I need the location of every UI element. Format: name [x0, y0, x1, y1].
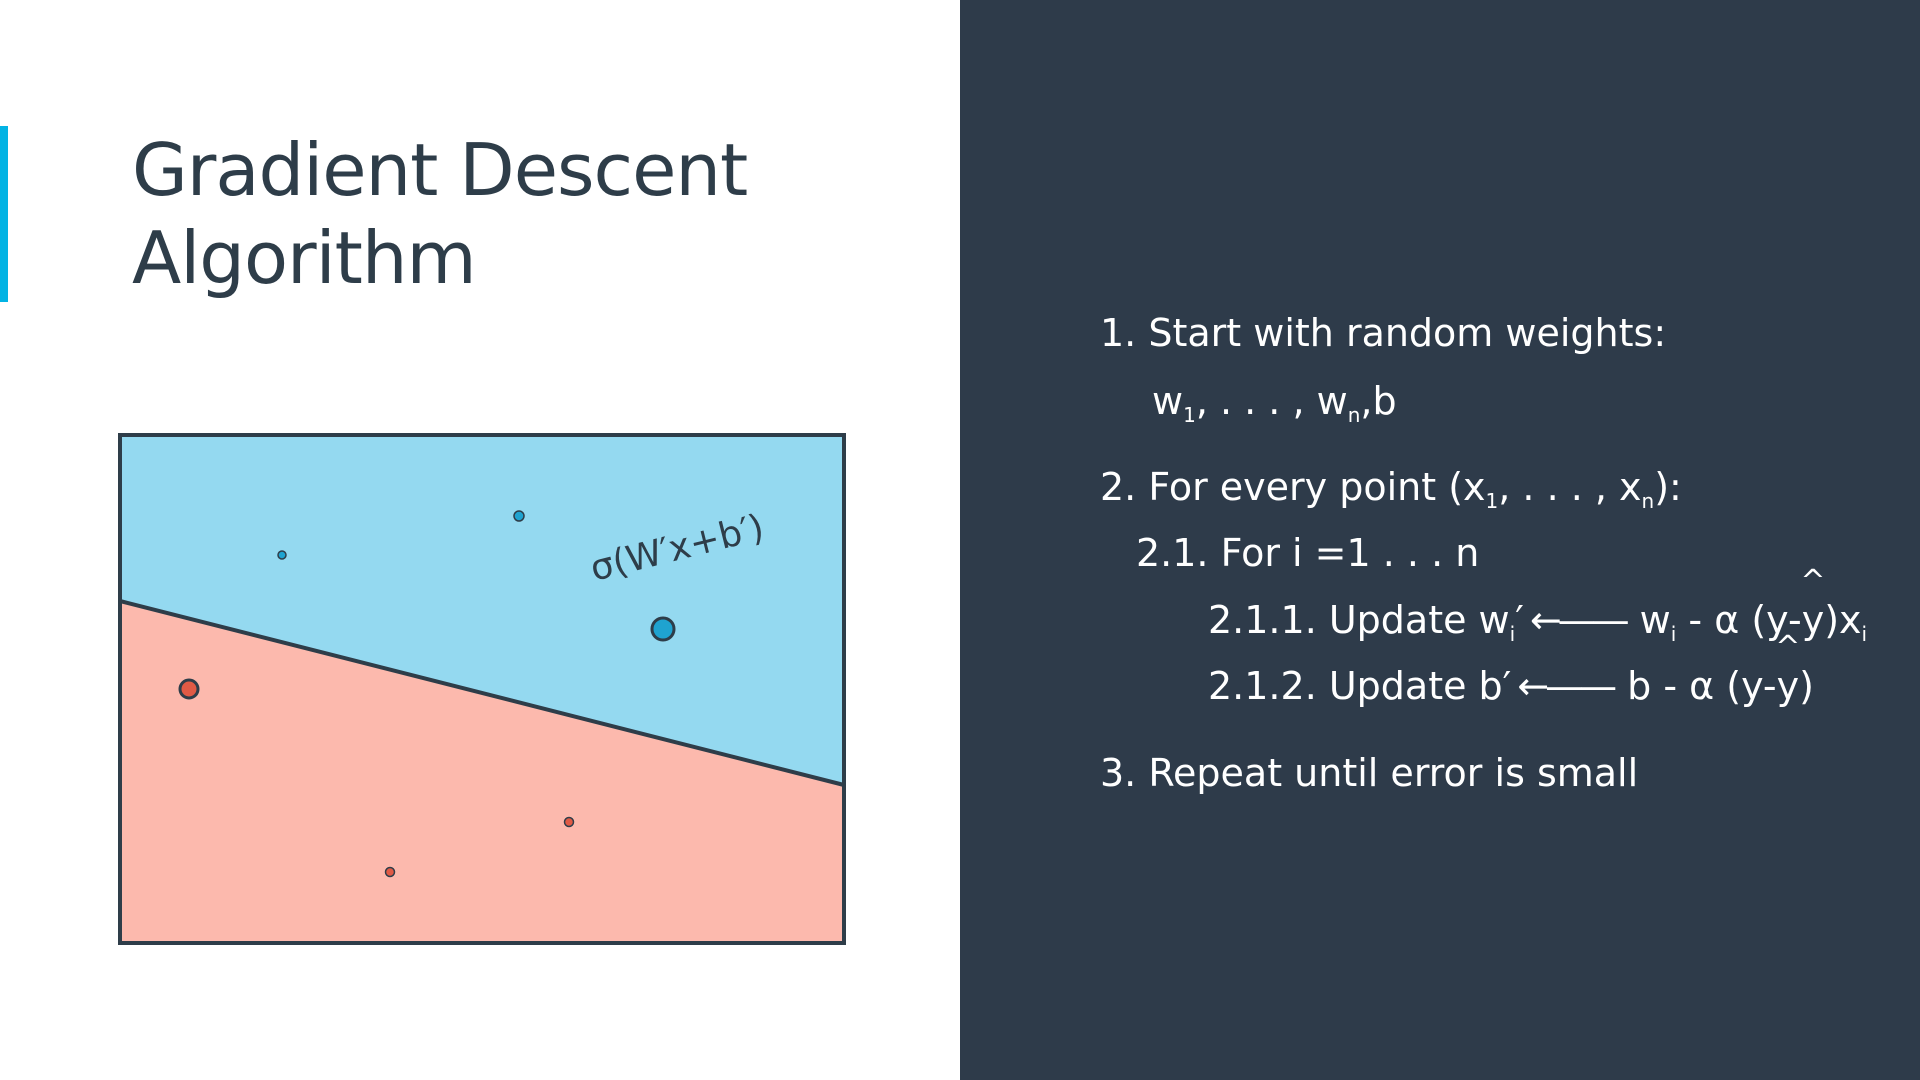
y-hat: ^y — [1775, 630, 1801, 709]
update-arrow: ←—— — [1517, 664, 1617, 708]
classification-diagram: σ(W′x+b′) — [118, 433, 846, 945]
negative-point — [384, 866, 396, 878]
decision-boundary — [119, 599, 845, 787]
step-2-1-2: 2.1.2. Update b′←——b - α (y-^y) — [1208, 630, 1814, 709]
hat-symbol: ^ — [1800, 564, 1826, 599]
left-panel: Gradient Descent Algorithm σ(W′x+b′) — [0, 126, 846, 945]
step-1: 1. Start with random weights: — [1100, 311, 1667, 355]
positive-point — [277, 550, 287, 560]
hat-symbol: ^ — [1775, 630, 1801, 665]
negative-point — [178, 678, 200, 700]
step-2-1: 2.1. For i =1 . . . n — [1136, 531, 1480, 575]
accent-bar — [0, 126, 8, 302]
slide-title: Gradient Descent Algorithm — [132, 126, 748, 302]
y-hat: ^y — [1800, 564, 1826, 643]
step-2: 2. For every point (x1, . . . , xn): — [1100, 465, 1682, 513]
positive-point — [513, 510, 525, 522]
negative-region — [120, 601, 844, 943]
step-3: 3. Repeat until error is small — [1100, 751, 1639, 795]
title-line-1: Gradient Descent — [132, 128, 748, 212]
title-line-2: Algorithm — [132, 216, 477, 300]
diagram-frame — [118, 433, 846, 945]
negative-point — [563, 816, 575, 828]
update-arrow: ←—— — [1529, 598, 1630, 642]
step-1-weights: w1, . . . , wn,b — [1152, 379, 1397, 427]
positive-point — [650, 616, 676, 642]
right-panel: 1. Start with random weights: w1, . . . … — [960, 0, 1920, 1080]
step-2-1-1: 2.1.1. Update wi′←——wi - α (y-^y)xi — [1208, 564, 1868, 646]
